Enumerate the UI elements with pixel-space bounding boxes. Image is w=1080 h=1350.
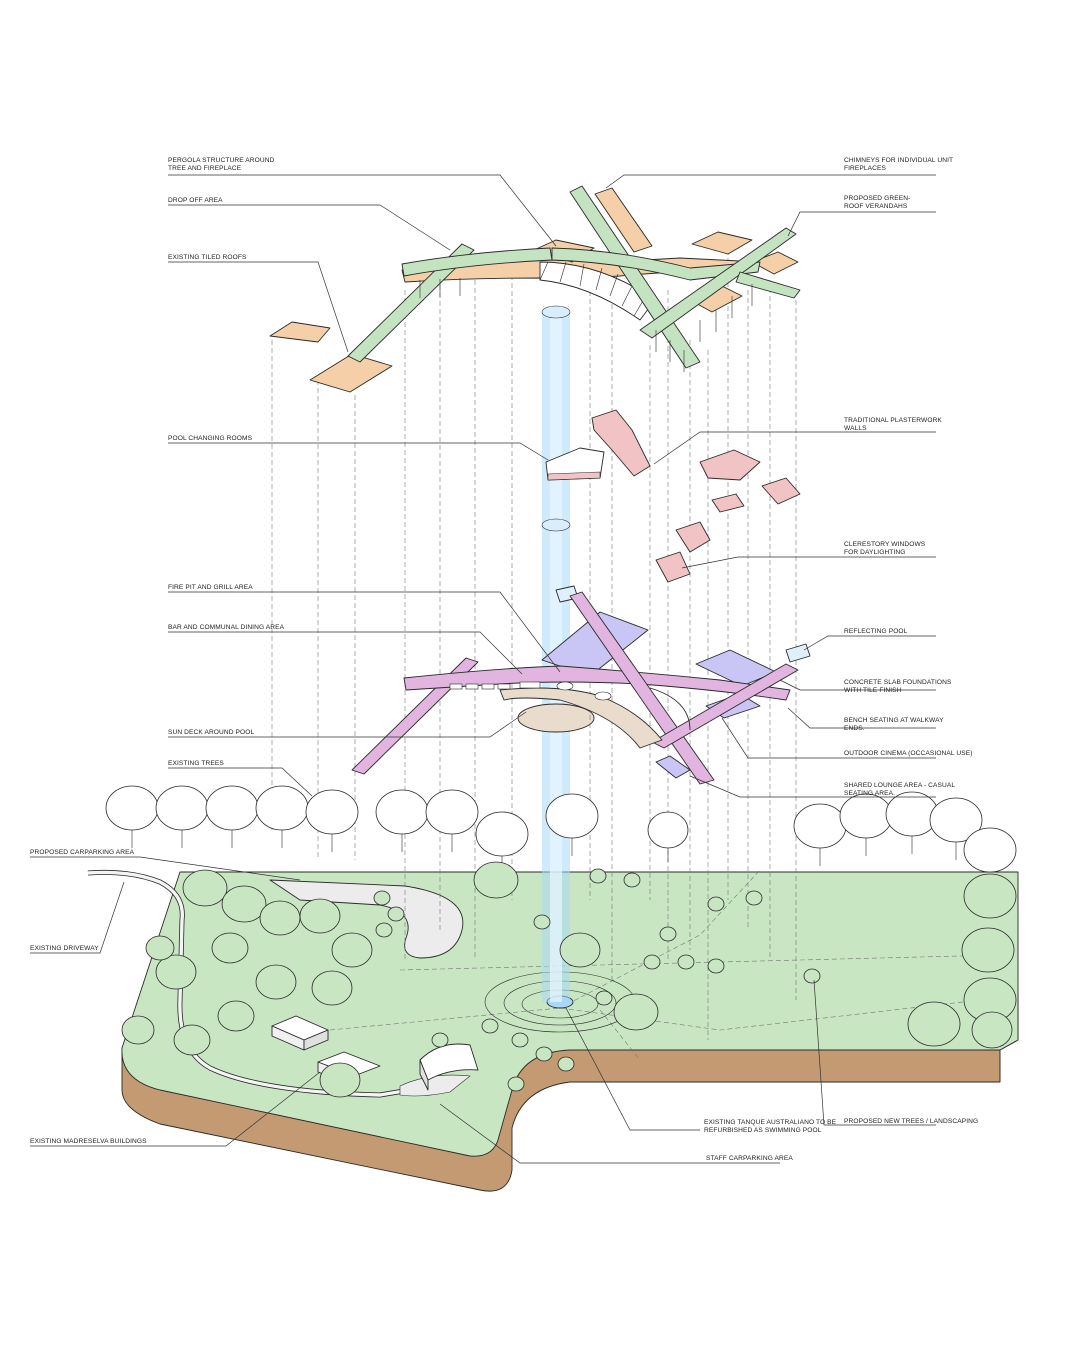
- pool-changing-rooms: [545, 447, 605, 481]
- outdoor-cinema-arc: [649, 687, 691, 731]
- reflecting-pool-2: [785, 643, 811, 663]
- plaster-wall-block-6: [655, 551, 691, 583]
- pink-walkway-long: [403, 665, 791, 701]
- tiled-roof-5: [751, 251, 799, 275]
- label-tiled-roofs: EXISTING TILED ROOFS: [168, 254, 247, 261]
- ground-trees: [121, 861, 1017, 1098]
- label-sun-deck: SUN DECK AROUND POOL: [168, 729, 255, 736]
- label-outdoor-cinema: OUTDOOR CINEMA (OCCASIONAL USE): [844, 750, 973, 757]
- label-reflecting-pool: REFLECTING POOL: [844, 628, 908, 635]
- label-pool-changing: POOL CHANGING ROOMS: [168, 435, 253, 442]
- leader-lines: [30, 174, 936, 1164]
- existing-trees-row: [105, 785, 1017, 874]
- green-roof-strip-5: [639, 227, 797, 339]
- plaster-wall-block-5: [675, 521, 711, 553]
- label-new-trees: PROPOSED NEW TREES / LANDSCAPING: [844, 1118, 978, 1125]
- green-roof-strip-6: [735, 271, 801, 299]
- label-fire-pit: FIRE PIT AND GRILL AREA: [168, 584, 253, 591]
- tiled-roof-7: [594, 187, 653, 253]
- roof-layer: [269, 185, 801, 393]
- projection-lines: [271, 240, 797, 1040]
- green-roof-strip-4: [551, 247, 761, 281]
- label-staff-parking: STAFF CARPARKING AREA: [706, 1155, 793, 1162]
- existing-tiled-roof-1: [269, 321, 331, 343]
- tiled-roof-4: [691, 231, 753, 255]
- plaster-wall-block-4: [711, 493, 745, 513]
- slab-layer: [351, 585, 811, 785]
- plaster-wall-block-1: [591, 409, 651, 477]
- staff-carparking-surface: [399, 1074, 471, 1097]
- pink-walkway-right: [651, 663, 799, 749]
- walls-layer: [545, 409, 801, 583]
- label-carparking: PROPOSED CARPARKING AREA: [30, 849, 135, 856]
- label-existing-trees: EXISTING TREES: [168, 760, 224, 767]
- plaster-wall-block-2: [699, 449, 761, 481]
- plaster-wall-block-3: [761, 477, 801, 505]
- label-driveway: EXISTING DRIVEWAY: [30, 945, 99, 952]
- label-green-roof: PROPOSED GREEN-ROOF VERANDAHS: [844, 195, 910, 210]
- label-drop-off: DROP OFF AREA: [168, 197, 223, 204]
- label-madreselva: EXISTING MADRESELVA BUILDINGS: [30, 1138, 147, 1145]
- label-bar-dining: BAR AND COMMUNAL DINING AREA: [168, 624, 285, 631]
- green-roof-strip-1: [347, 243, 475, 363]
- existing-tiled-roof-2: [309, 353, 393, 393]
